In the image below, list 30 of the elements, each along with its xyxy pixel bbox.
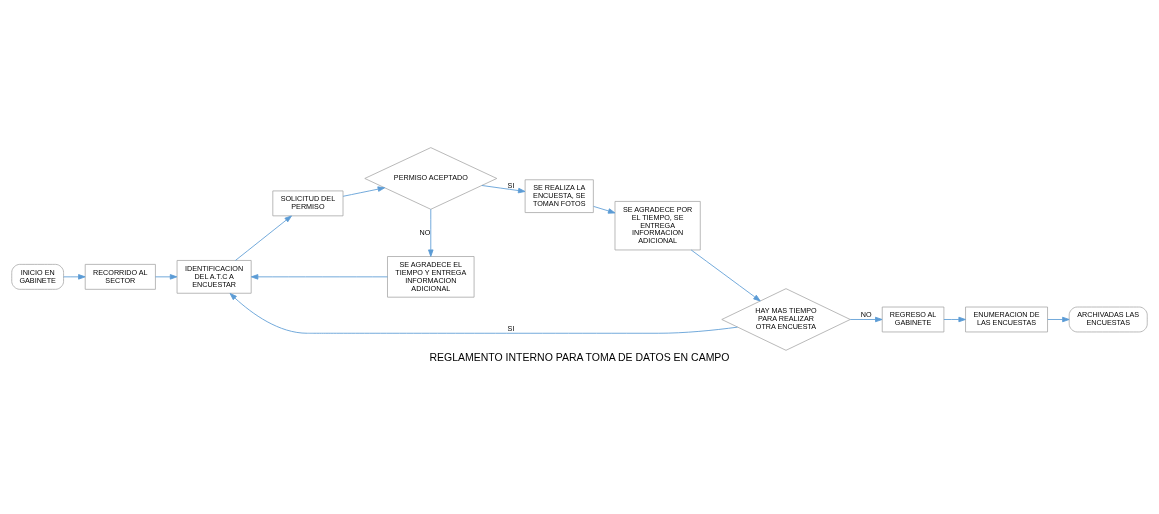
- arrow: [155, 273, 178, 280]
- node-diamond: HAY MAS TIEMPO PARA REALIZAR OTRA ENCUESTA: [721, 287, 851, 351]
- caption: REGLAMENTO INTERNO PARA TOMA DE DATOS EN CAMPO: [429, 351, 730, 363]
- arrow: [428, 208, 434, 257]
- arrow: [229, 292, 738, 334]
- node-box: SOLICITUD DEL PERMISO: [272, 190, 344, 216]
- edge-label: NO: [419, 227, 431, 237]
- node-box: ARCHIVADAS LAS ENCUESTAS: [1068, 306, 1148, 332]
- node-box: INICIO EN GABINETE: [11, 263, 64, 290]
- node-box: ENUMERACION DE LAS ENCUESTAS: [965, 306, 1048, 332]
- node-diamond: PERMISO ACEPTADO: [364, 146, 498, 210]
- arrow: [943, 316, 966, 322]
- arrow: [1047, 316, 1070, 322]
- node-box: SE AGRADECE EL TIEMPO Y ENTREGA INFORMACION ADICIONAL: [387, 255, 475, 298]
- arrow: [593, 205, 616, 214]
- node-box: IDENTIFICACION DEL A.T.C A ENCUESTAR: [176, 259, 252, 294]
- node-box: SE AGRADECE POR EL TIEMPO, SE ENTREGA INFORMACION ADICIONAL: [614, 200, 701, 250]
- arrow: [342, 185, 386, 197]
- arrow: [481, 184, 526, 193]
- edge-label: SI: [507, 323, 515, 333]
- arrow: [690, 249, 761, 301]
- arrow: [235, 215, 292, 261]
- arrow: [63, 273, 86, 280]
- node-box: SE REALIZA LA ENCUESTA, SE TOMAN FOTOS: [524, 178, 594, 213]
- arrow: [250, 273, 388, 280]
- node-box: REGRESO AL GABINETE: [881, 306, 945, 332]
- node-box: RECORRIDO AL SECTOR: [84, 263, 156, 290]
- arrow: [849, 316, 883, 322]
- edge-label: SI: [507, 180, 515, 190]
- edge-label: NO: [860, 309, 872, 319]
